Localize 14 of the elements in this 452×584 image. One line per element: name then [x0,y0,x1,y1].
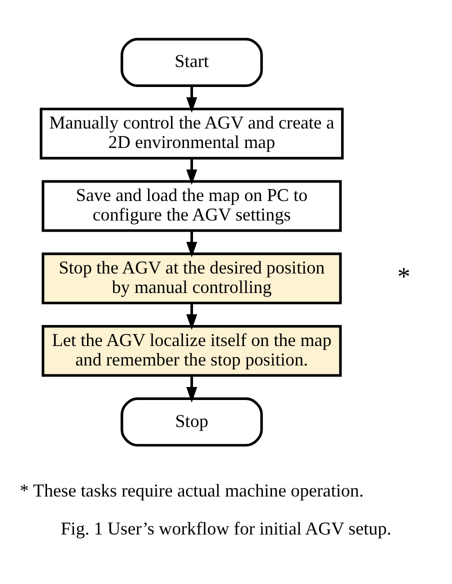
arrow [186,230,198,258]
node-box: Manually control the AGV and create a 2D environmental map [40,108,344,160]
node-box: Save and load the map on PC to configure the AGV settings [42,180,342,232]
label: * These tasks require actual machine operation. [20,480,364,501]
arrow [186,376,198,403]
arrow [186,303,198,330]
arrow [186,158,198,185]
arrow [186,86,198,113]
node-box: Let the AGV localize itself on the map and remember the stop position. [42,324,342,377]
caption: Fig. 1 User’s workflow for initial AGV setup. [60,518,392,539]
node-box: Start [120,38,263,88]
node-box: Stop [120,397,263,447]
label: * [397,262,410,291]
node-box: Stop the AGV at the desired position by manual controlling [42,252,342,304]
